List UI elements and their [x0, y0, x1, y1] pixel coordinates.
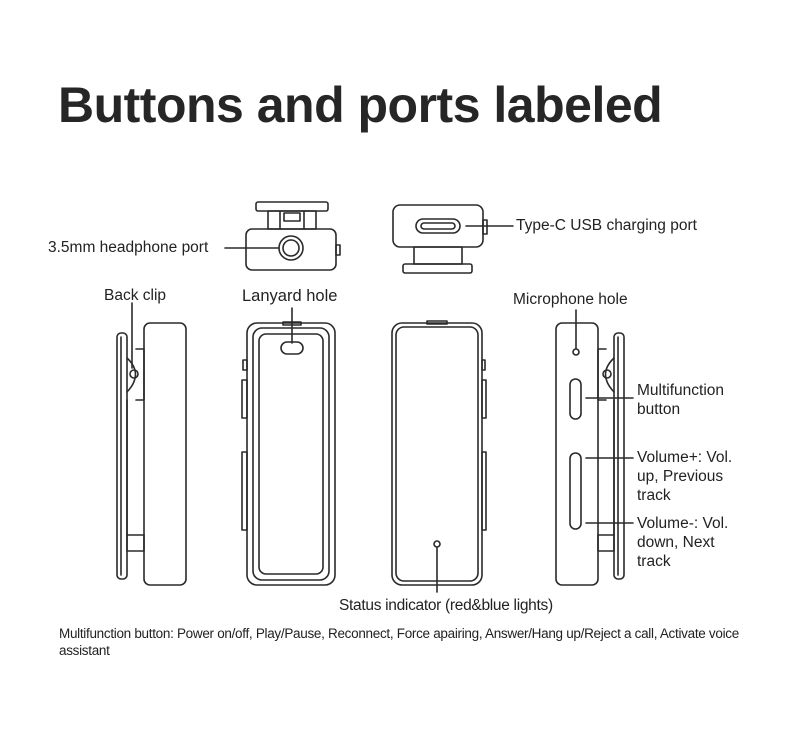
back-view-status — [391, 320, 487, 593]
side-view-buttons — [555, 309, 634, 586]
footnote-multifunction: Multifunction button: Power on/off, Play… — [59, 626, 739, 658]
label-volume-up: Volume+: Vol. up, Previous track — [637, 449, 733, 504]
label-lanyard-hole: Lanyard hole — [242, 287, 338, 305]
label-volume-down: Volume-: Vol. down, Next track — [637, 515, 729, 570]
label-headphone-port: 3.5mm headphone port — [48, 239, 209, 256]
label-back-clip: Back clip — [104, 287, 167, 304]
label-status-indicator: Status indicator (red&blue lights) — [339, 597, 553, 614]
label-microphone-hole: Microphone hole — [513, 291, 628, 308]
label-usb-port: Type-C USB charging port — [516, 217, 697, 234]
top-view-headphone-end — [224, 201, 341, 271]
label-multifunction-button: Multifunction button — [637, 382, 725, 418]
side-view-back-clip — [116, 302, 187, 586]
top-view-usbc-end — [392, 204, 514, 274]
page-title: Buttons and ports labeled — [58, 77, 663, 133]
front-view-lanyard — [241, 307, 336, 586]
